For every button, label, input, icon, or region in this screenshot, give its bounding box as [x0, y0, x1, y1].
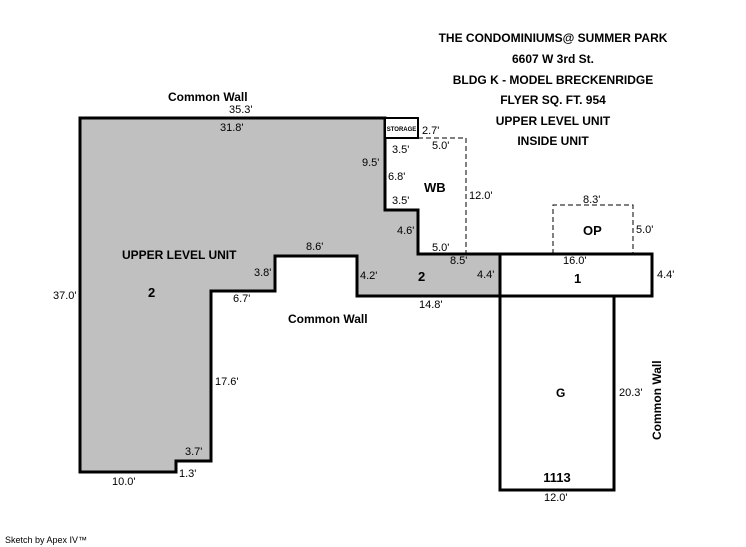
dimension-labels: 35.3' 31.8' 37.0' 2.7' 3.5' 5.0' 9.5' 6.… [53, 104, 674, 504]
dimension-label: 4.6' [397, 225, 414, 237]
area-2-mid-label: 2 [418, 269, 425, 284]
dimension-label: 3.5' [392, 144, 409, 156]
dimension-label: 12.0' [544, 492, 568, 504]
storage-room [384, 117, 419, 139]
garage-room [498, 294, 616, 492]
header-line-1: THE CONDOMINIUMS@ SUMMER PARK [439, 31, 668, 45]
wb-balcony-outline [418, 137, 467, 254]
dimension-label: 17.6' [215, 376, 239, 388]
common-wall-mid-label: Common Wall [288, 312, 368, 326]
dimension-label: 31.8' [220, 122, 244, 134]
dimension-label: 5.0' [636, 224, 653, 236]
header-line-5: UPPER LEVEL UNIT [496, 114, 611, 128]
header-block: THE CONDOMINIUMS@ SUMMER PARK 6607 W 3rd… [439, 31, 668, 148]
dimension-label: 8.6' [306, 241, 323, 253]
area-1-room [498, 252, 654, 298]
area-1-label: 1 [574, 271, 581, 286]
garage-number-label: 1113 [543, 470, 571, 485]
dimension-label: 20.3' [619, 387, 643, 399]
area-2-left-label: 2 [148, 285, 155, 300]
storage-label: STORAGE [387, 127, 417, 133]
wb-label: WB [424, 180, 446, 195]
dimension-label: 1.3' [179, 468, 196, 480]
living-area-polygon [78, 116, 502, 474]
header-line-2: 6607 W 3rd St. [512, 52, 594, 66]
dimension-label: 8.3' [583, 194, 600, 206]
dimension-label: 9.5' [362, 157, 379, 169]
dimension-label: 6.8' [388, 171, 405, 183]
dimension-label: 16.0' [563, 255, 587, 267]
dimension-label: 5.0' [432, 140, 449, 152]
dimension-label: 37.0' [53, 290, 77, 302]
dimension-label: 4.4' [477, 269, 494, 281]
dimension-label: 3.5' [392, 195, 409, 207]
dimension-label: 35.3' [229, 104, 253, 116]
dimension-label: 3.8' [254, 267, 271, 279]
dimension-label: 5.0' [432, 242, 449, 254]
dimension-label: 4.2' [360, 270, 377, 282]
header-line-4: FLYER SQ. FT. 954 [500, 93, 606, 107]
upper-level-unit-label: UPPER LEVEL UNIT [122, 248, 237, 262]
header-line-3: BLDG K - MODEL BRECKENRIDGE [453, 73, 653, 87]
header-line-6: INSIDE UNIT [517, 134, 589, 148]
common-wall-right-label: Common Wall [650, 360, 664, 440]
op-patio-outline [552, 204, 634, 254]
sketch-credit: Sketch by Apex IV™ [5, 535, 87, 545]
dimension-label: 4.4' [657, 269, 674, 281]
dimension-label: 3.7' [185, 446, 202, 458]
dimension-label: 12.0' [469, 190, 493, 202]
dimension-label: 2.7' [422, 125, 439, 137]
dimension-label: 8.5' [450, 255, 467, 267]
dimension-label: 6.7' [233, 293, 250, 305]
dimension-label: 10.0' [112, 476, 136, 488]
garage-label: G [556, 386, 565, 400]
common-wall-top-label: Common Wall [168, 90, 248, 104]
dimension-label: 14.8' [419, 299, 443, 311]
op-label: OP [583, 223, 602, 238]
